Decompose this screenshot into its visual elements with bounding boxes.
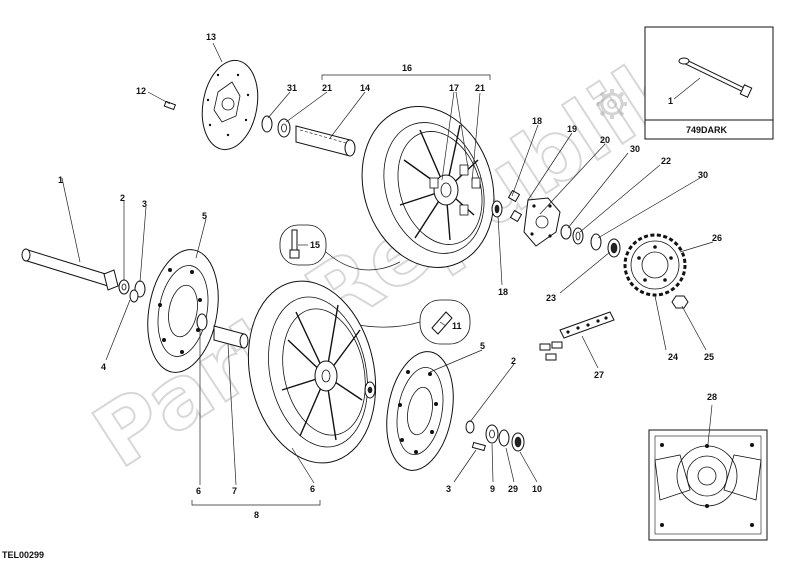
callout-21a: 21 xyxy=(322,83,332,93)
callout-21b: 21 xyxy=(475,83,485,93)
inset-axle-part xyxy=(678,57,753,98)
callout-22: 22 xyxy=(661,156,671,166)
spacer-31-bearing-21 xyxy=(261,115,291,138)
callout-31: 31 xyxy=(287,83,297,93)
rear-wheel xyxy=(361,106,495,268)
callout-29: 29 xyxy=(508,484,518,494)
callout-6b: 6 xyxy=(310,484,315,494)
callout-26: 26 xyxy=(712,233,722,243)
valve-11 xyxy=(329,299,471,345)
callout-6a: 6 xyxy=(196,486,201,496)
inset-749dark xyxy=(644,26,774,140)
front-wheel xyxy=(247,280,377,464)
callout-5b: 5 xyxy=(480,341,485,351)
callout-27: 27 xyxy=(594,370,604,380)
callout-3b: 3 xyxy=(446,484,451,494)
callout-labels: 1 1 2 2 3 3 4 5 5 6 6 7 8 9 10 11 12 13 … xyxy=(58,32,728,520)
front-brake-disc-right xyxy=(386,351,454,471)
callout-13: 13 xyxy=(206,32,216,42)
leader-1b xyxy=(673,77,701,100)
rear-brake-disc xyxy=(201,59,259,151)
callout-7: 7 xyxy=(232,486,237,496)
front-axle xyxy=(21,248,119,291)
callout-5a: 5 xyxy=(202,211,207,221)
callout-16: 16 xyxy=(402,63,412,73)
callout-20: 20 xyxy=(600,135,610,145)
chain-27 xyxy=(539,311,615,361)
front-spacers-right xyxy=(465,420,525,452)
callout-4: 4 xyxy=(101,362,106,372)
callout-1a: 1 xyxy=(58,175,63,185)
gear-watermark-icon xyxy=(597,89,627,119)
bracket-8 xyxy=(191,500,321,506)
callout-2a: 2 xyxy=(120,193,125,203)
callout-18b: 18 xyxy=(498,287,508,297)
drawing-code: TEL00299 xyxy=(2,550,45,560)
bracket-16 xyxy=(321,74,491,80)
callout-12: 12 xyxy=(136,86,146,96)
inset-title: 749DARK xyxy=(686,125,728,135)
rear-sprocket xyxy=(623,233,687,297)
callout-23: 23 xyxy=(546,293,556,303)
callout-30b: 30 xyxy=(698,170,708,180)
sprocket-flange-parts xyxy=(491,189,621,258)
callout-18a: 18 xyxy=(532,116,542,126)
callout-9: 9 xyxy=(490,484,495,494)
disc-bolt-12 xyxy=(163,100,177,111)
front-brake-disc-left xyxy=(147,249,219,373)
callout-15: 15 xyxy=(310,240,320,250)
callout-19: 19 xyxy=(567,124,577,134)
callout-30a: 30 xyxy=(630,144,640,154)
spacer-tube-14 xyxy=(295,125,356,157)
callout-8: 8 xyxy=(254,510,259,520)
callout-28: 28 xyxy=(707,392,717,402)
inset-28-sprocket-flange xyxy=(648,404,768,541)
callout-25: 25 xyxy=(704,352,714,362)
callout-17: 17 xyxy=(449,83,459,93)
leader-lines xyxy=(61,42,714,486)
callout-3a: 3 xyxy=(142,199,147,209)
callout-24: 24 xyxy=(668,352,678,362)
nut-25 xyxy=(671,295,689,309)
callout-14: 14 xyxy=(360,83,370,93)
callout-11: 11 xyxy=(452,321,462,331)
callout-1b: 1 xyxy=(668,96,673,106)
callout-2b: 2 xyxy=(511,356,516,366)
hub-spacer-7 xyxy=(196,313,249,349)
leader-28 xyxy=(707,404,713,445)
callout-10: 10 xyxy=(532,484,542,494)
front-spacers-left xyxy=(118,279,146,303)
